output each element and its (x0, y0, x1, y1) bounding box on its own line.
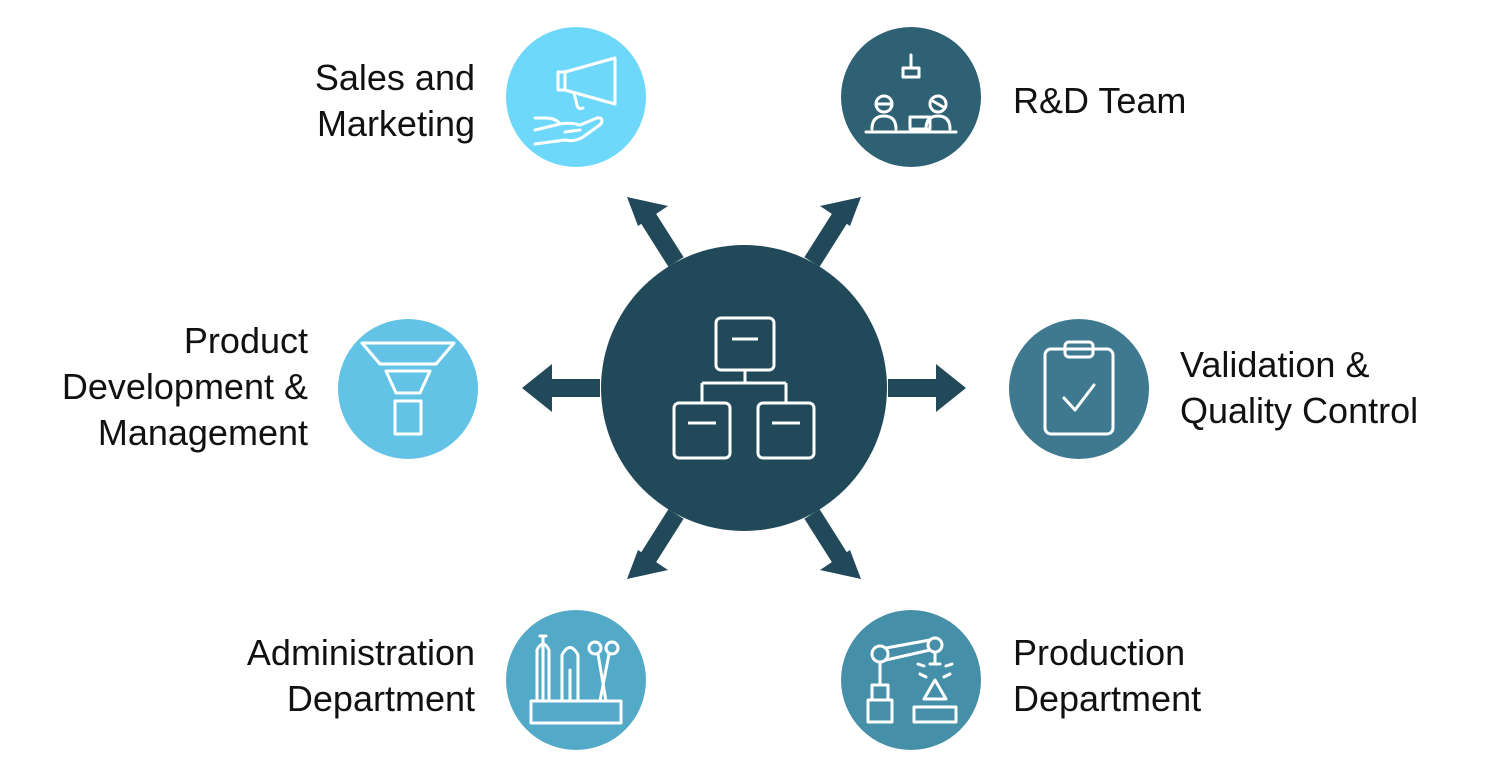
production-label-line-1: Production (1013, 632, 1186, 673)
sales-label-line-2: Marketing (316, 103, 475, 144)
arrows (522, 197, 966, 579)
robot-arm-icon (866, 636, 958, 724)
sales-label-line-1: Sales and (314, 57, 475, 98)
clipboard-check-icon (1043, 340, 1115, 436)
product-label: Product Development & Management (62, 318, 308, 456)
product-node (338, 319, 478, 459)
rd-node (841, 27, 981, 167)
arrow-left (522, 364, 600, 412)
product-label-line-3: Management (97, 412, 308, 453)
admin-label: Administration Department (247, 630, 475, 722)
sales-label: Sales and Marketing (315, 55, 475, 147)
team-research-icon (864, 53, 958, 134)
admin-label-line-1: Administration (246, 632, 475, 673)
center-node (601, 245, 887, 531)
arrow-down-left (627, 509, 684, 579)
product-label-line-1: Product (183, 320, 308, 361)
arrow-up-right (804, 197, 861, 267)
megaphone-hand-icon (533, 56, 617, 146)
arrow-down-right (804, 509, 861, 579)
sales-node (506, 27, 646, 167)
arrow-right (888, 364, 966, 412)
rd-label: R&D Team (1013, 78, 1186, 124)
production-label: Production Department (1013, 630, 1201, 722)
arrow-up-left (627, 197, 684, 267)
validation-label-line-2: Quality Control (1180, 390, 1419, 431)
stationery-icon (529, 634, 623, 725)
validation-label-line-1: Validation & (1180, 344, 1370, 385)
validation-label: Validation & Quality Control (1180, 342, 1418, 434)
admin-label-line-2: Department (286, 678, 475, 719)
admin-node (506, 610, 646, 750)
product-label-line-2: Development & (61, 366, 308, 407)
rd-label-line-1: R&D Team (1013, 80, 1187, 121)
production-label-line-2: Department (1013, 678, 1202, 719)
funnel-icon (360, 341, 456, 436)
validation-node (1009, 319, 1149, 459)
org-chart-icon (672, 316, 816, 460)
production-node (841, 610, 981, 750)
